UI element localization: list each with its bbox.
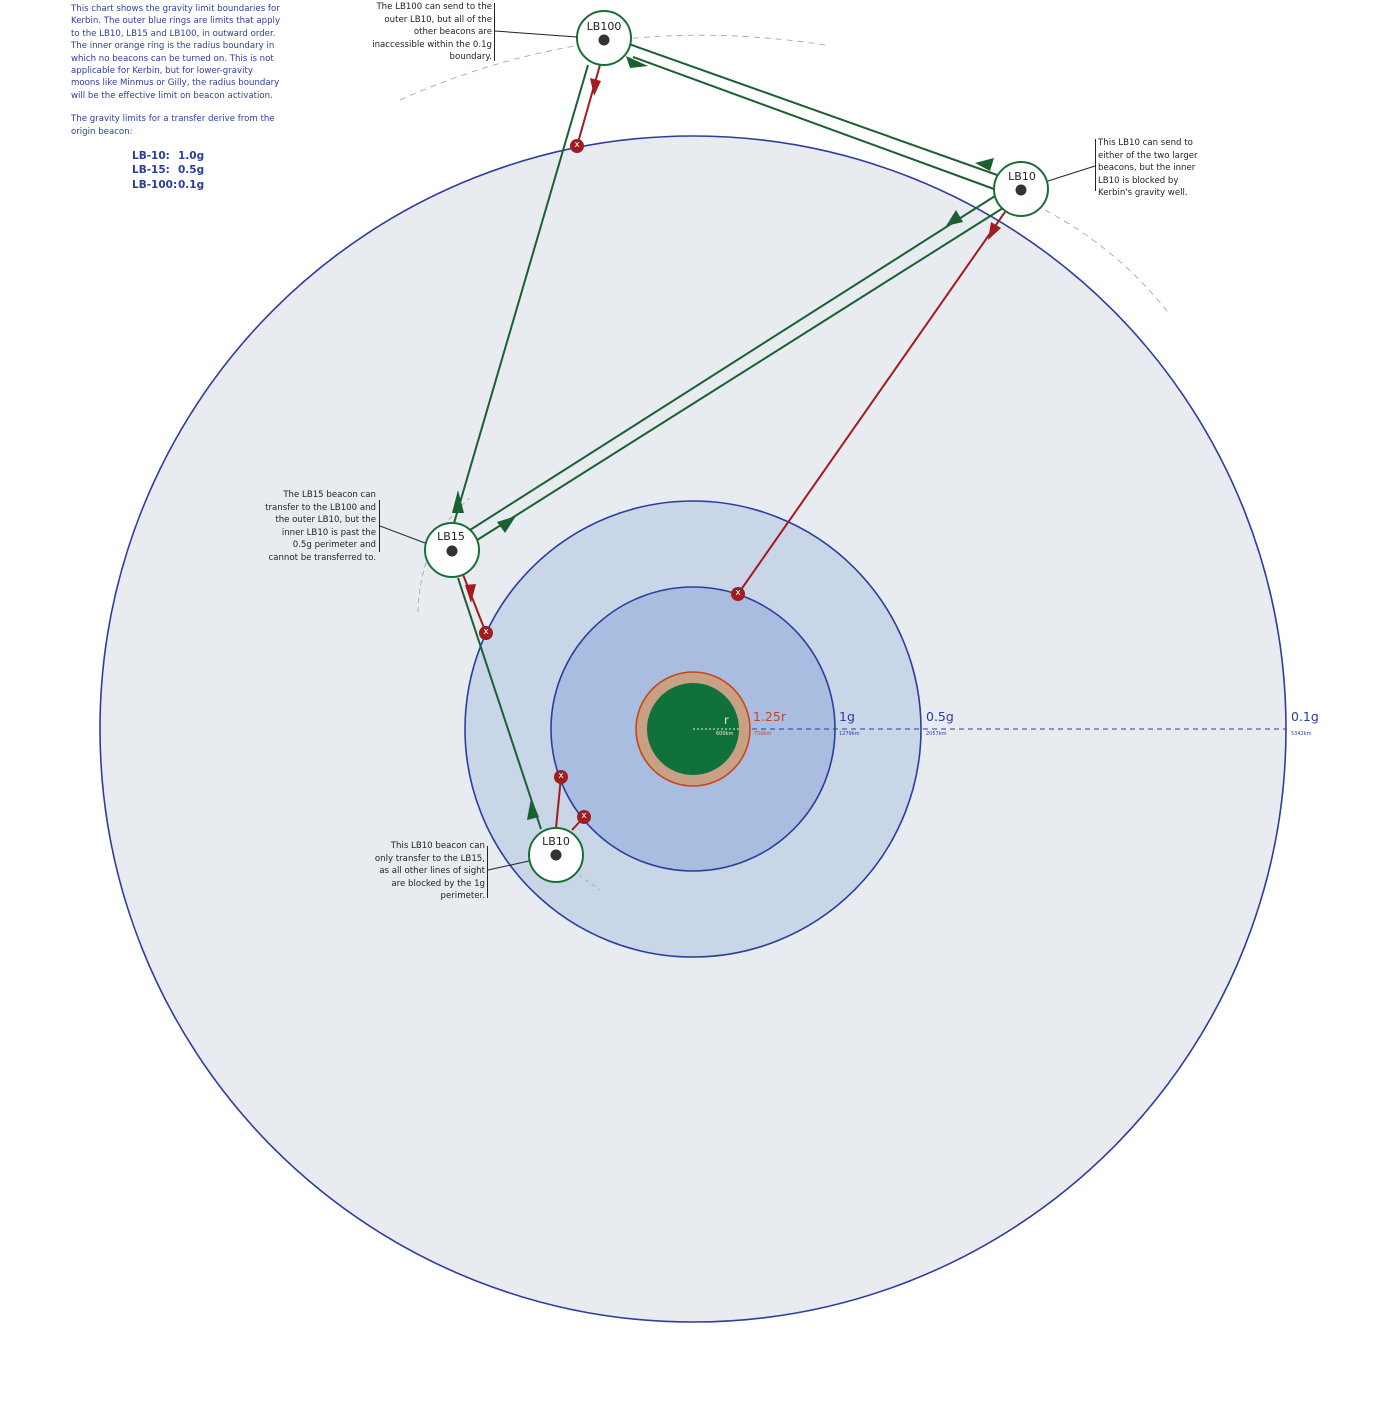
leader-lb10-inner (487, 860, 530, 871)
arrow-lb100-to-lb10 (626, 56, 648, 68)
note-bracket (1095, 139, 1096, 191)
arrow-lb15-to-lb10 (497, 516, 516, 533)
ring-distance-1-25r: 750km (754, 731, 772, 737)
note-lb10-outer: This LB10 can send to either of the two … (1098, 138, 1198, 198)
blocked-lb15-to-lb10 (461, 571, 487, 634)
ring-distance-r: 600km (716, 731, 734, 737)
arrow-lb15-to-lb100 (452, 490, 464, 513)
arrow-blocked-lb100 (590, 78, 601, 96)
note-lb100: The LB100 can send to the outer LB10, bu… (372, 2, 492, 62)
blocked-marker-label: x (558, 771, 564, 781)
blocked-marker (731, 587, 745, 601)
ring-label-1-25r: 1.25r (753, 709, 786, 724)
limit-value: 0.1g (178, 178, 205, 191)
blocked-marker-label: x (483, 627, 489, 637)
beacon-label-lb100: LB100 (586, 20, 622, 33)
blocked-lb10-to-lb10 (737, 211, 1006, 595)
limit-value: 1.0g (178, 150, 205, 163)
blocked-marker (577, 810, 591, 824)
blocked-marker (570, 139, 584, 153)
ring-label-0-1g: 0.1g (1291, 709, 1319, 724)
arrow-lb10-to-lb15 (946, 210, 963, 226)
arrow-blocked-lb15 (465, 584, 476, 603)
link-lb100-to-lb10 (628, 43, 1001, 177)
limit-row: LB-100:0.1g (132, 178, 281, 192)
limit-beacon: LB-15: (132, 164, 170, 177)
beacon-lb10-outer (993, 161, 1049, 217)
limit-value: 0.5g (178, 164, 205, 177)
blocked-marker (554, 770, 568, 784)
leader-lb10-outer (1047, 165, 1096, 182)
arrow-lb10-to-lb100 (975, 158, 994, 171)
link-lb10-to-lb100 (632, 56, 995, 190)
link-lb15-to-lb100 (451, 64, 589, 531)
limit-row: LB-15: 0.5g (132, 163, 281, 177)
orbit-arc-lb10-outer (1044, 209, 1171, 316)
arrow-blocked-lb10 (988, 222, 1001, 240)
beacon-label-lb10-inner: LB10 (542, 835, 570, 848)
blocked-marker-label: x (735, 588, 741, 598)
orbit-arc-lb100 (399, 34, 826, 101)
intro-panel: This chart shows the gravity limit bound… (71, 3, 281, 192)
note-bracket (487, 846, 488, 898)
note-bracket (494, 3, 495, 61)
blocked-marker-label: x (581, 811, 587, 821)
blocked-lb100-to-lb15 (576, 64, 601, 147)
limit-beacon: LB-100: (132, 178, 178, 191)
beacon-label-lb15: LB15 (437, 530, 465, 543)
blocked-marker (479, 626, 493, 640)
beacon-lb100 (576, 10, 632, 66)
ring-distance-0-5g: 2057km (926, 731, 947, 737)
limit-beacon: LB-10: (132, 150, 170, 163)
beacon-lb10-inner (528, 827, 584, 883)
blocked-lb10-inner-a (555, 776, 562, 829)
note-lb10-inner: This LB10 beacon can only transfer to th… (374, 841, 485, 901)
ring-label-r: r (724, 713, 729, 727)
link-lb10-inner-to-lb15 (457, 577, 542, 830)
beacon-label-lb10-outer: LB10 (1008, 170, 1036, 183)
note-lb15: The LB15 beacon can transfer to the LB10… (265, 490, 376, 563)
intro-paragraph: This chart shows the gravity limit bound… (71, 4, 281, 101)
note-bracket (379, 500, 380, 552)
leader-lb100 (494, 30, 578, 38)
ring-distance-1g: 1279km (839, 731, 860, 737)
leader-lb15 (379, 525, 426, 544)
link-lb10-to-lb15 (469, 195, 996, 531)
beacon-lb15 (424, 522, 480, 578)
link-lb15-to-lb10 (473, 207, 1004, 543)
ring-label-1g: 1g (839, 709, 855, 724)
blocked-marker-label: x (574, 140, 580, 150)
limit-row: LB-10: 1.0g (132, 149, 281, 163)
arrow-lb10-inner-to-lb15 (527, 798, 539, 820)
intro-paragraph: The gravity limits for a transfer derive… (71, 114, 275, 137)
limits-list: LB-10: 1.0g LB-15: 0.5g LB-100:0.1g (132, 149, 281, 192)
ring-distance-0-1g: 5342km (1291, 731, 1312, 737)
ring-label-0-5g: 0.5g (926, 709, 954, 724)
